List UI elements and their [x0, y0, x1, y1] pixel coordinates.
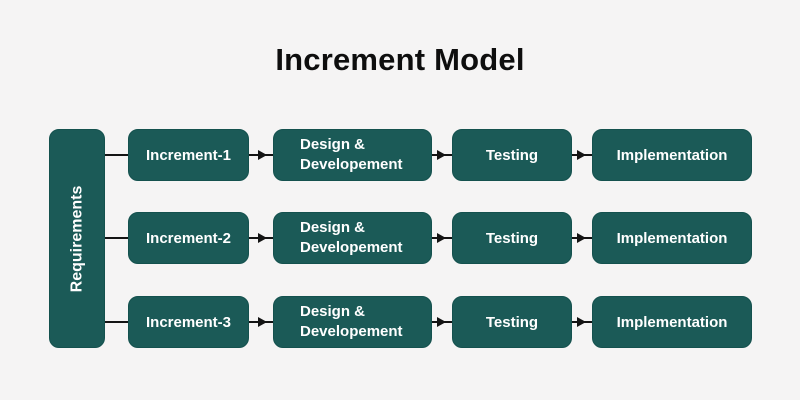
increment-1-box: Increment-1 [128, 129, 249, 181]
design-development-box-3: Design & Developement [273, 296, 432, 348]
design-development-box-1: Design & Developement [273, 129, 432, 181]
design-line-2: Developement [300, 239, 403, 256]
design-line-1: Design & [300, 219, 366, 236]
design-development-label: Design & Developement [300, 218, 403, 258]
design-line-1: Design & [300, 136, 366, 153]
implementation-box-3: Implementation [592, 296, 752, 348]
implementation-box-1: Implementation [592, 129, 752, 181]
arrow-head-icon [258, 317, 267, 327]
arrow-head-icon [577, 150, 586, 160]
arrow-head-icon [437, 317, 446, 327]
increment-1-label: Increment-1 [145, 146, 232, 164]
arrow-head-icon [577, 233, 586, 243]
increment-3-label: Increment-3 [145, 313, 232, 331]
design-development-label: Design & Developement [300, 135, 403, 175]
testing-label: Testing [485, 146, 539, 164]
arrow-head-icon [258, 233, 267, 243]
connector-requirements-to-increment-2 [105, 237, 129, 239]
requirements-box: Requirements [49, 129, 105, 348]
arrow-head-icon [258, 150, 267, 160]
page-title: Increment Model [275, 42, 525, 77]
implementation-label: Implementation [616, 313, 728, 331]
arrow-head-icon [437, 150, 446, 160]
connector-requirements-to-increment-3 [105, 321, 129, 323]
testing-box-3: Testing [452, 296, 572, 348]
design-line-2: Developement [300, 323, 403, 340]
testing-box-2: Testing [452, 212, 572, 264]
implementation-label: Implementation [616, 146, 728, 164]
increment-2-label: Increment-2 [145, 229, 232, 247]
connector-requirements-to-increment-1 [105, 154, 129, 156]
increment-3-box: Increment-3 [128, 296, 249, 348]
testing-box-1: Testing [452, 129, 572, 181]
implementation-box-2: Implementation [592, 212, 752, 264]
requirements-label: Requirements [68, 185, 86, 292]
design-development-box-2: Design & Developement [273, 212, 432, 264]
testing-label: Testing [485, 229, 539, 247]
design-development-label: Design & Developement [300, 302, 403, 342]
testing-label: Testing [485, 313, 539, 331]
implementation-label: Implementation [616, 229, 728, 247]
increment-2-box: Increment-2 [128, 212, 249, 264]
arrow-head-icon [437, 233, 446, 243]
arrow-head-icon [577, 317, 586, 327]
design-line-2: Developement [300, 156, 403, 173]
design-line-1: Design & [300, 303, 366, 320]
